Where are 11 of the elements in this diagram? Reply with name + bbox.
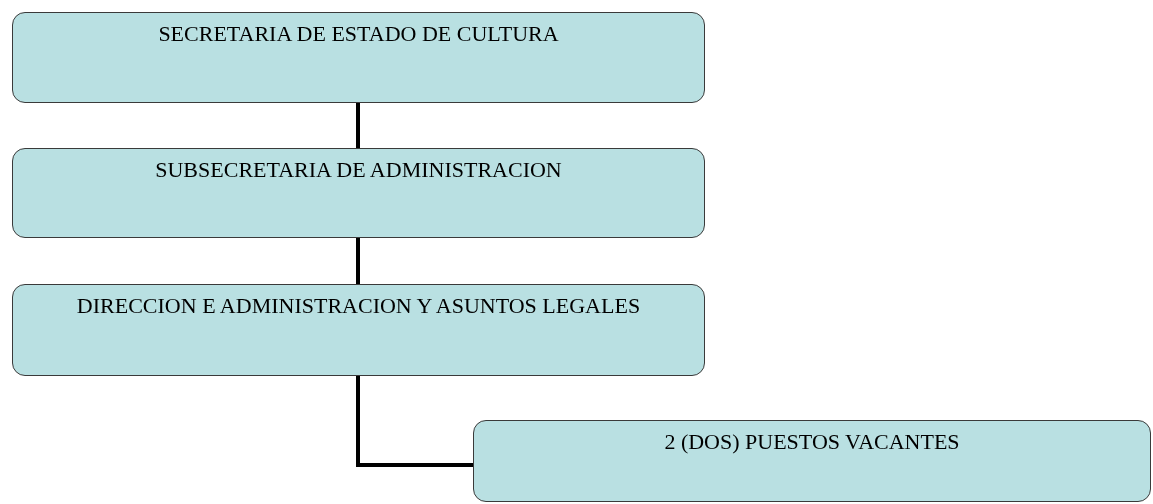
org-box <box>12 148 705 238</box>
connector-line <box>356 103 360 148</box>
box-label: 2 (DOS) PUESTOS VACANTES <box>664 428 960 456</box>
org-box <box>12 284 705 376</box>
box-label: SUBSECRETARIA DE ADMINISTRACION <box>155 156 562 184</box>
box-label: DIRECCION E ADMINISTRACION Y ASUNTOS LEGALES <box>76 292 641 320</box>
org-box <box>473 420 1151 502</box>
box-label: SECRETARIA DE ESTADO DE CULTURA <box>158 20 559 48</box>
connector-line <box>356 238 360 284</box>
connector-line <box>356 376 473 467</box>
org-box <box>12 12 705 103</box>
